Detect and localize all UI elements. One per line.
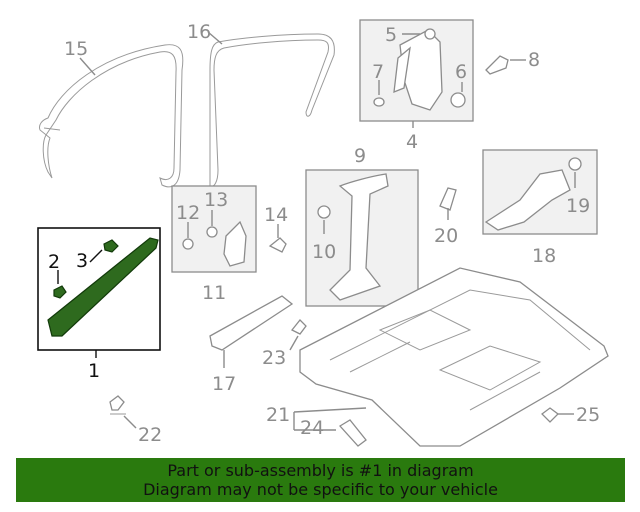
center-pillar-trim-part[interactable] bbox=[317, 173, 389, 301]
callout-16: 16 bbox=[187, 21, 211, 43]
lower-trim-part-11[interactable] bbox=[182, 220, 247, 267]
banner-line-2: Diagram may not be specific to your vehi… bbox=[143, 480, 498, 499]
floor-carpet-part[interactable] bbox=[299, 267, 609, 447]
rear-quarter-trim-part[interactable] bbox=[484, 157, 582, 231]
bracket-part-20[interactable] bbox=[439, 187, 457, 211]
callout-8: 8 bbox=[528, 49, 540, 71]
callout-6: 6 bbox=[455, 61, 467, 83]
callout-22: 22 bbox=[138, 424, 162, 446]
info-banner: Part or sub-assembly is #1 in diagram Di… bbox=[16, 458, 625, 502]
clip-part-23[interactable] bbox=[290, 319, 307, 335]
clip-part-14[interactable] bbox=[268, 237, 287, 253]
callout-15: 15 bbox=[64, 38, 88, 60]
callout-11: 11 bbox=[202, 282, 226, 304]
callout-19: 19 bbox=[566, 195, 590, 217]
callout-13: 13 bbox=[204, 189, 228, 211]
callout-23: 23 bbox=[262, 347, 286, 369]
callout-7: 7 bbox=[372, 61, 384, 83]
callout-14: 14 bbox=[264, 204, 288, 226]
banner-line-1: Part or sub-assembly is #1 in diagram bbox=[167, 461, 474, 480]
callout-5: 5 bbox=[385, 24, 397, 46]
sill-trim-part-1[interactable] bbox=[47, 237, 159, 337]
pillar-trim-upper-part[interactable] bbox=[373, 28, 466, 111]
callout-18: 18 bbox=[532, 245, 556, 267]
callout-1: 1 bbox=[88, 360, 100, 382]
fastener-part-24[interactable] bbox=[338, 419, 367, 447]
weatherstrip-front-part[interactable] bbox=[39, 44, 184, 188]
clip-part-22[interactable] bbox=[109, 395, 126, 415]
callout-20: 20 bbox=[434, 225, 458, 247]
callout-24: 24 bbox=[300, 417, 324, 439]
parts-diagram: 15 16 5 7 6 4 8 9 10 12 13 11 bbox=[37, 19, 609, 447]
scuff-plate-part[interactable] bbox=[209, 295, 294, 351]
callout-3: 3 bbox=[76, 250, 88, 272]
callout-9: 9 bbox=[354, 145, 366, 167]
callout-17: 17 bbox=[212, 373, 236, 395]
weatherstrip-rear-part[interactable] bbox=[209, 33, 335, 187]
callout-12: 12 bbox=[176, 202, 200, 224]
callout-10: 10 bbox=[312, 241, 336, 263]
callout-21: 21 bbox=[266, 404, 290, 426]
clip-part-8[interactable] bbox=[485, 55, 509, 75]
callout-25: 25 bbox=[576, 404, 600, 426]
callout-4: 4 bbox=[406, 131, 418, 153]
clip-part-25[interactable] bbox=[541, 407, 559, 423]
callout-2: 2 bbox=[48, 251, 60, 273]
